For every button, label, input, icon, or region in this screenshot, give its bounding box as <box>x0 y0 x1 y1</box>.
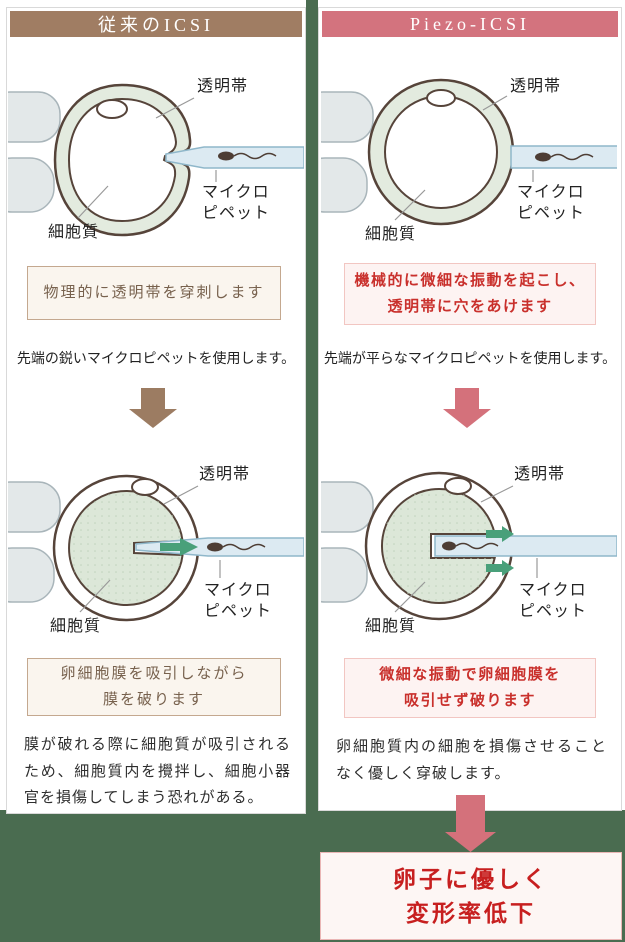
micropipette-label: マイクロ ピペット <box>202 184 271 222</box>
sperm-icon <box>218 151 277 161</box>
cytoplasm-label: 細胞質 <box>365 226 417 243</box>
down-arrow-icon <box>443 388 491 428</box>
holding-pipette <box>321 91 374 213</box>
leader-line <box>394 189 426 221</box>
leader-line <box>394 581 426 613</box>
down-arrow-icon <box>445 795 496 852</box>
egg-diagram-piezo-before: 透明帯 マイクロ ピペット 細胞質 <box>321 62 617 258</box>
conventional-icsi-title: 従来のICSI <box>97 15 214 35</box>
piezo-step2-box: 微細な振動で卵細胞膜を 吸引せず破ります <box>344 658 596 718</box>
conventional-icsi-header: 従来のICSI <box>10 11 302 37</box>
piezo-icsi-column: Piezo-ICSI <box>318 7 622 811</box>
piezo-step1-caption: 先端が平らなマイクロピペットを使用します。 <box>323 350 617 366</box>
leader-line <box>480 485 514 503</box>
vibration-arrow-icon <box>486 526 514 542</box>
piezo-icsi-title: Piezo-ICSI <box>410 13 530 34</box>
egg <box>367 78 515 226</box>
piezo-note: 卵細胞質内の細胞を損傷させることなく優しく穿破します。 <box>336 738 607 782</box>
egg-diagram-conventional-after: 透明帯 マイクロ ピペット 細胞質 <box>8 450 304 646</box>
zona-pellucida-label: 透明帯 <box>514 466 566 483</box>
holding-pipette <box>8 481 61 603</box>
leader-line <box>77 185 109 219</box>
leader-line <box>163 485 199 505</box>
cytoplasm-label: 細胞質 <box>365 618 417 635</box>
leader-line <box>482 95 508 111</box>
micropipette-sharp <box>165 146 304 169</box>
vibration-arrow-icon <box>486 560 514 576</box>
conventional-step1-box: 物理的に透明帯を穿刺します <box>27 266 281 320</box>
piezo-icsi-header: Piezo-ICSI <box>322 11 618 37</box>
down-arrow-icon <box>129 388 177 428</box>
micropipette-label: マイクロ ピペット <box>517 184 586 222</box>
micropipette-flat <box>434 535 617 557</box>
holding-pipette <box>321 481 374 603</box>
conventional-note: 膜が破れる際に細胞質が吸引されるため、細胞質内を攪拌し、細胞小器官を損傷してしま… <box>24 736 291 807</box>
sperm-icon <box>442 541 499 551</box>
polar-body <box>444 477 472 495</box>
holding-pipette <box>8 91 61 213</box>
conventional-step1-caption: 先端の鋭いマイクロピペットを使用します。 <box>16 350 296 366</box>
sperm-icon <box>207 542 266 552</box>
leader-line <box>155 97 195 119</box>
polar-body <box>426 89 456 107</box>
zona-pellucida-label: 透明帯 <box>199 466 251 483</box>
result-box: 卵子に優しく 変形率低下 <box>320 852 622 940</box>
column-divider <box>306 0 318 942</box>
micropipette-label: マイクロ ピペット <box>204 582 273 620</box>
egg <box>53 83 192 237</box>
leader-line <box>79 579 111 613</box>
egg <box>52 474 200 622</box>
result-line2: 変形率低下 <box>406 900 536 926</box>
egg-diagram-piezo-after: 透明帯 マイクロ ピペット 細胞質 <box>321 450 617 646</box>
conventional-icsi-column: 従来のICSI <box>6 7 306 814</box>
piezo-step1-box: 機械的に微細な振動を起こし、 透明帯に穴をあけます <box>344 263 596 325</box>
sperm-icon <box>535 152 594 162</box>
egg-diagram-conventional-before: 透明帯 マイクロ ピペット 細胞質 <box>8 62 304 258</box>
polar-body <box>131 478 159 496</box>
suction-arrow-icon <box>160 538 198 556</box>
zona-pellucida-label: 透明帯 <box>197 78 249 95</box>
micropipette-label: マイクロ ピペット <box>519 582 588 620</box>
cytoplasm-label: 細胞質 <box>48 224 100 241</box>
conventional-step2-box: 卵細胞膜を吸引しながら 膜を破ります <box>27 658 281 716</box>
cytoplasm-label: 細胞質 <box>50 618 102 635</box>
polar-body <box>96 99 128 119</box>
zona-pellucida-label: 透明帯 <box>510 78 562 95</box>
result-line1: 卵子に優しく <box>393 865 549 892</box>
